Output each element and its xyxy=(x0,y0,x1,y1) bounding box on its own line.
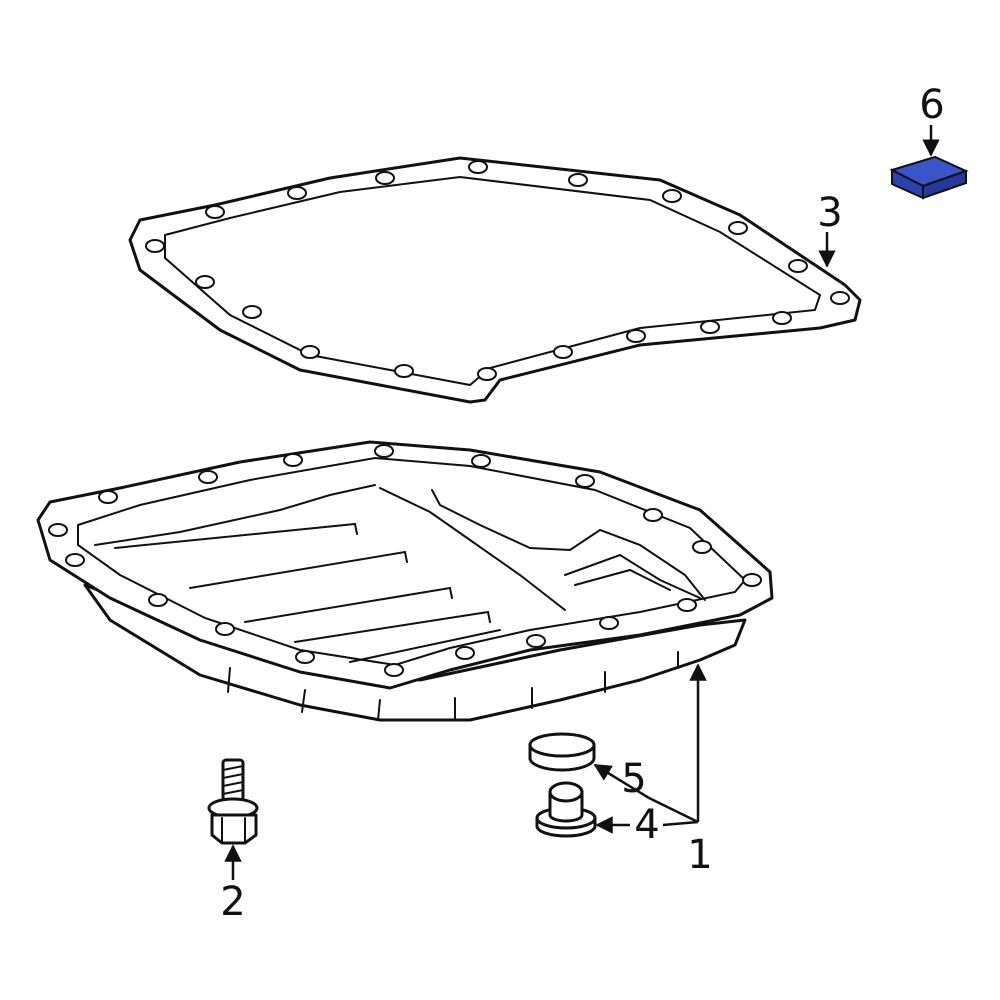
callout-3: 3 xyxy=(817,190,842,236)
pan-bolt-holes xyxy=(48,444,762,677)
callout-5: 5 xyxy=(621,756,646,802)
drain-plug-gasket[interactable] xyxy=(528,732,596,772)
leader-lines xyxy=(224,125,940,880)
pan-gasket[interactable] xyxy=(128,156,862,404)
highlighted-part-6[interactable] xyxy=(889,155,969,200)
pan-bolt[interactable] xyxy=(207,758,259,845)
callout-2: 2 xyxy=(220,879,245,925)
callout-4: 4 xyxy=(634,802,659,848)
callout-6: 6 xyxy=(919,82,944,128)
callout-1: 1 xyxy=(687,832,712,878)
gasket-bolt-holes xyxy=(145,160,850,381)
oil-pan[interactable] xyxy=(36,440,774,722)
drain-plug[interactable] xyxy=(535,781,597,838)
